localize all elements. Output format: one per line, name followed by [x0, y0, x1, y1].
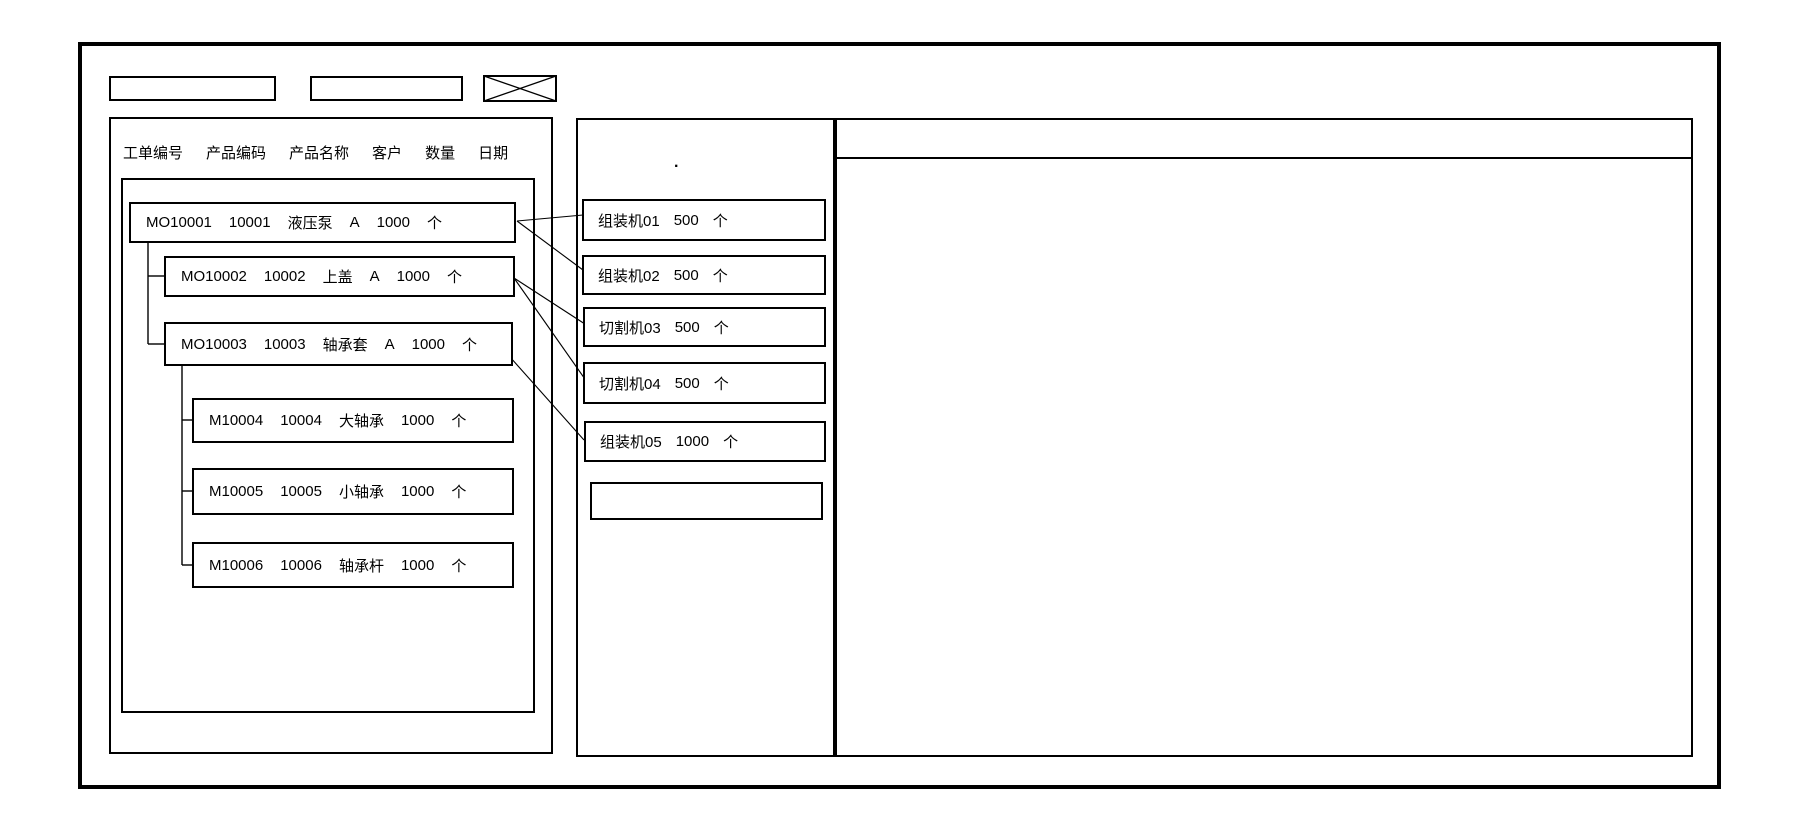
work-order-order-no: MO10002 [181, 268, 247, 285]
work-order-node[interactable]: MO10002 10002 上盖 A 1000 个 [164, 256, 515, 297]
machine-name: 组装机02 [598, 267, 660, 285]
machine-unit: 个 [713, 375, 729, 393]
work-order-order-no: M10006 [209, 556, 264, 574]
work-order-product-name: 小轴承 [338, 484, 384, 501]
column-header-row: 工单编号 产品编码 产品名称 客户 数量 日期 [123, 142, 508, 163]
work-order-product-code: 10005 [280, 483, 322, 500]
machine-qty: 500 [673, 266, 699, 284]
machine-name: 组装机05 [600, 434, 662, 451]
machine-capacity-box[interactable]: 切割机03 500 个 [583, 307, 826, 347]
work-order-product-name: 轴承杆 [338, 557, 384, 575]
work-order-product-name: 轴承套 [322, 336, 368, 354]
work-order-qty: 1000 [400, 556, 435, 574]
work-order-qty: 1000 [400, 483, 435, 500]
column-header: 数量 [425, 145, 456, 162]
machine-qty: 1000 [675, 433, 710, 450]
column-header: 产品名称 [289, 145, 350, 162]
machine-qty: 500 [674, 374, 700, 392]
dot-mark: . [674, 154, 679, 171]
work-order-product-name: 上盖 [322, 269, 353, 286]
machine-capacity-box[interactable]: 组装机01 500 个 [582, 199, 826, 241]
machine-name: 切割机04 [599, 375, 661, 393]
work-order-order-no: M10004 [209, 412, 264, 429]
work-order-product-code: 10004 [280, 412, 322, 429]
machine-capacity-box[interactable]: 组装机05 1000 个 [584, 421, 826, 462]
crossed-box-icon[interactable] [483, 75, 557, 102]
work-order-unit: 个 [451, 484, 467, 501]
work-order-unit: 个 [447, 269, 463, 286]
work-order-product-code: 10006 [280, 556, 322, 574]
work-order-order-no: MO10001 [146, 214, 212, 231]
work-order-product-code: 10001 [228, 214, 271, 231]
work-order-node[interactable]: MO10003 10003 轴承套 A 1000 个 [164, 322, 513, 366]
machine-unit: 个 [712, 212, 728, 230]
work-order-customer: A [349, 214, 360, 231]
toolbar-field-2[interactable] [310, 76, 463, 101]
work-order-qty: 1000 [376, 214, 410, 231]
detail-panel-header-divider [836, 157, 1692, 159]
work-order-customer: A [369, 268, 380, 285]
column-header: 产品编码 [206, 145, 267, 162]
work-order-order-no: MO10003 [181, 335, 247, 353]
column-header: 日期 [478, 145, 509, 162]
machine-qty: 500 [673, 211, 699, 229]
machine-unit: 个 [723, 434, 739, 451]
work-order-unit: 个 [451, 557, 467, 575]
detail-panel [835, 118, 1693, 757]
work-order-qty: 1000 [400, 412, 435, 429]
toolbar-field-1[interactable] [109, 76, 276, 101]
machine-qty: 500 [674, 318, 700, 336]
work-order-order-no: M10005 [209, 483, 264, 500]
work-order-unit: 个 [427, 215, 443, 232]
machine-name: 组装机01 [598, 212, 660, 230]
machine-unit: 个 [712, 267, 728, 285]
work-order-node[interactable]: M10006 10006 轴承杆 1000 个 [192, 542, 514, 588]
empty-slot-box[interactable] [590, 482, 823, 520]
work-order-qty: 1000 [396, 268, 430, 285]
machine-unit: 个 [713, 319, 729, 337]
work-order-product-code: 10003 [263, 335, 306, 353]
work-order-customer: A [384, 335, 395, 353]
work-order-unit: 个 [451, 413, 467, 430]
work-order-product-code: 10002 [263, 268, 306, 285]
work-order-unit: 个 [462, 336, 478, 354]
machine-capacity-box[interactable]: 组装机02 500 个 [582, 255, 826, 295]
work-order-node[interactable]: MO10001 10001 液压泵 A 1000 个 [129, 202, 516, 243]
machine-capacity-box[interactable]: 切割机04 500 个 [583, 362, 826, 404]
work-order-product-name: 液压泵 [287, 215, 333, 232]
work-order-node[interactable]: M10004 10004 大轴承 1000 个 [192, 398, 514, 443]
column-header: 工单编号 [123, 145, 184, 162]
work-order-node[interactable]: M10005 10005 小轴承 1000 个 [192, 468, 514, 515]
machine-name: 切割机03 [599, 319, 661, 337]
window-frame [78, 42, 1721, 789]
work-order-qty: 1000 [411, 335, 445, 353]
column-header: 客户 [372, 145, 403, 162]
work-order-product-name: 大轴承 [338, 413, 384, 430]
